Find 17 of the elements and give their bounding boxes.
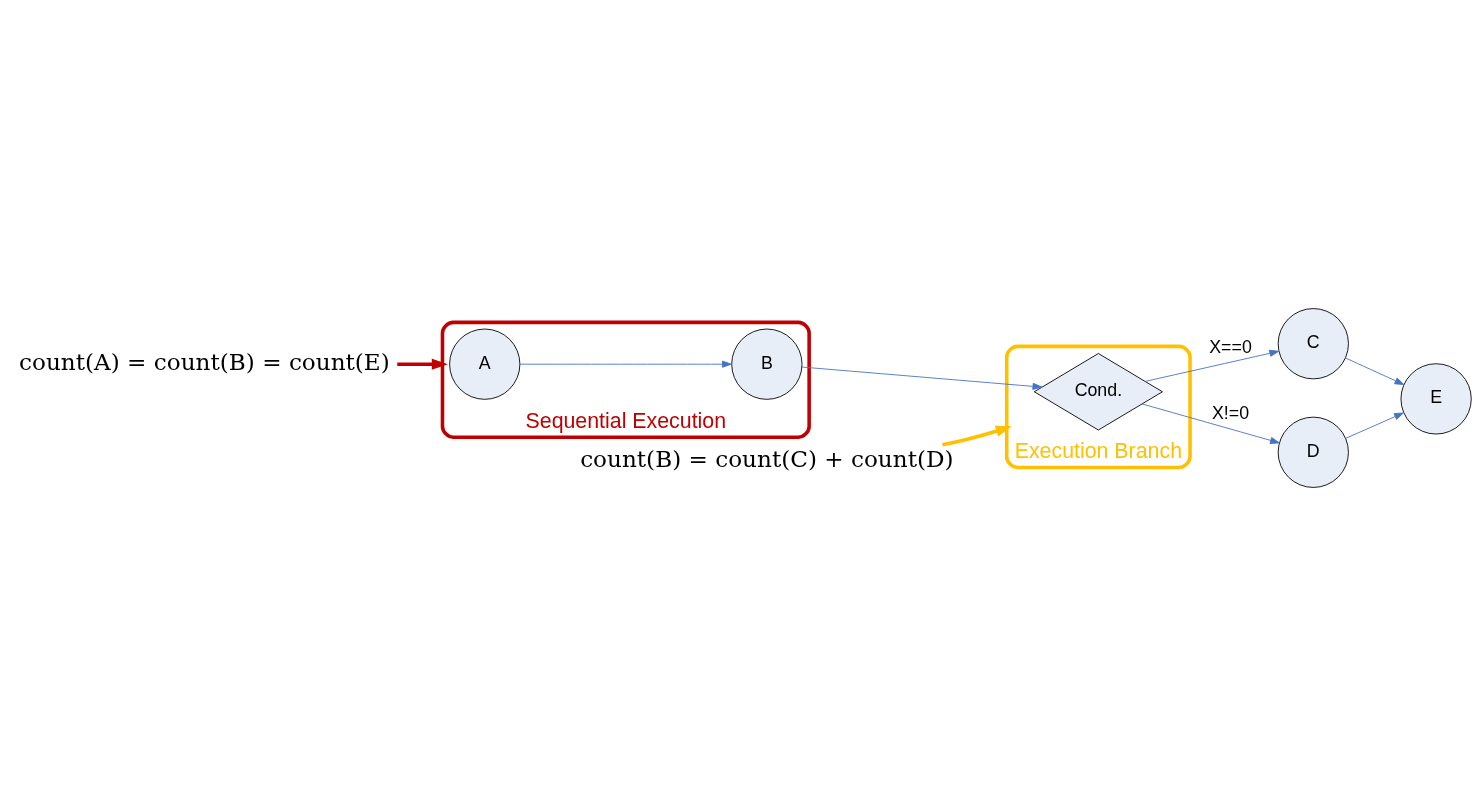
edge-label: X==0 bbox=[1209, 336, 1252, 357]
node-circle: D bbox=[1277, 416, 1349, 488]
edge-label: X!=0 bbox=[1211, 402, 1250, 423]
arrow bbox=[397, 358, 448, 370]
arrow bbox=[801, 366, 1043, 390]
arrow bbox=[1345, 411, 1404, 439]
arrow bbox=[1144, 349, 1280, 382]
arrow bbox=[519, 360, 732, 368]
node-circle: C bbox=[1277, 307, 1349, 379]
arrow bbox=[1141, 403, 1280, 444]
node-text: count(B) = count(C) + count(D) bbox=[580, 445, 954, 472]
arrow bbox=[942, 425, 1012, 446]
node-circle: A bbox=[449, 328, 521, 400]
arrow bbox=[1345, 357, 1405, 385]
node-text: count(A) = count(B) = count(E) bbox=[19, 348, 390, 375]
node-circle: B bbox=[731, 328, 803, 400]
node-circle: E bbox=[1400, 362, 1472, 434]
